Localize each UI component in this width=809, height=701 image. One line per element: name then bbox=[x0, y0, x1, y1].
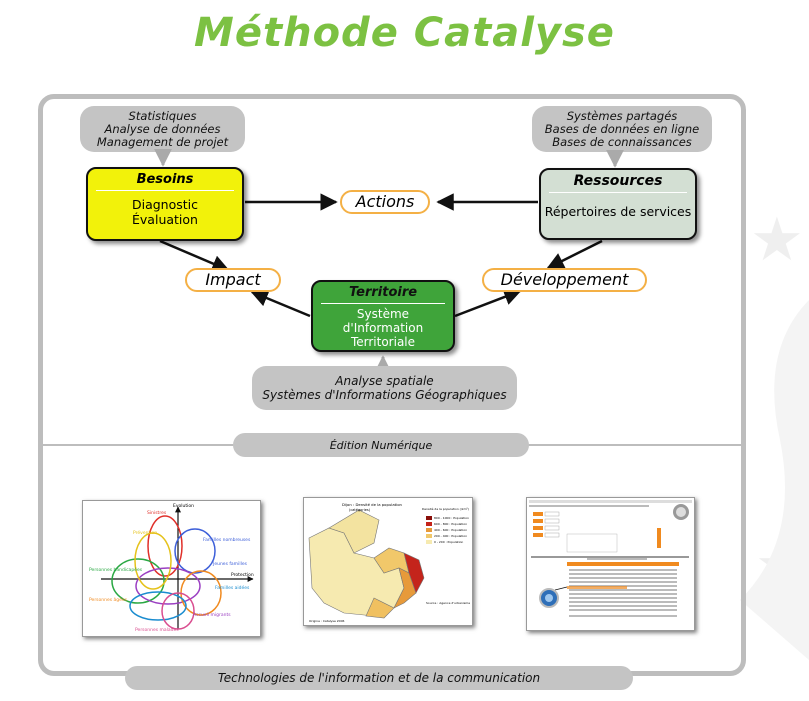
arrow-ressources-to-developpement bbox=[546, 239, 603, 270]
density-map-svg: Dijon : Densité de la population (catégo… bbox=[308, 502, 470, 623]
concept-diagram-svg: Evolution Protection Sinistres Préventio… bbox=[89, 503, 254, 633]
edition-label: Édition Numérique bbox=[233, 433, 529, 457]
besoins-box: Besoins Diagnostic Évaluation bbox=[86, 167, 244, 241]
concept-label: Familles aidées bbox=[215, 584, 250, 591]
tools-pill-left: Statistiques Analyse de données Manageme… bbox=[80, 106, 245, 152]
concept-label: Personnes malades bbox=[135, 627, 179, 633]
web-directory-svg bbox=[529, 500, 692, 617]
concept-label: Personnes âgées bbox=[89, 596, 128, 603]
page-title: Méthode Catalyse bbox=[194, 10, 615, 56]
territoire-header: Territoire bbox=[321, 285, 445, 304]
pill-line: Statistiques bbox=[128, 108, 197, 123]
territoire-line: d'Information bbox=[342, 321, 424, 335]
pill-line: Analyse spatiale bbox=[335, 374, 434, 388]
besoins-line: Diagnostic bbox=[131, 197, 199, 212]
pill-line: Bases de connaissances bbox=[552, 134, 692, 149]
sig-pill: Analyse spatiale Systèmes d'Informations… bbox=[252, 366, 517, 410]
thumbnail-web-directory bbox=[526, 497, 695, 631]
map-legend-title: Densité de la population (/km²) bbox=[422, 507, 469, 511]
ressources-header: Ressources bbox=[549, 173, 687, 193]
map-legend-item: 0 - 200 : Population bbox=[434, 540, 463, 544]
map-source: Source : Agence d'urbanisme bbox=[426, 601, 470, 605]
pill-line: Management de projet bbox=[96, 134, 229, 149]
map-legend-item: 200 - 400 : Population bbox=[434, 534, 467, 538]
pill-line: Analyse de données bbox=[104, 121, 221, 136]
background-star-icon: ★ bbox=[750, 205, 804, 275]
concept-axis-right: Protection bbox=[231, 572, 254, 578]
arrow-territoire-to-developpement bbox=[454, 288, 522, 318]
arrow-territoire-to-impact bbox=[250, 289, 311, 318]
territoire-line: Territoriale bbox=[350, 335, 416, 349]
concept-label: Prévention bbox=[133, 529, 157, 536]
pill-line: Systèmes partagés bbox=[566, 108, 678, 123]
territoire-line: Système bbox=[356, 307, 410, 321]
ressources-box: Ressources Répertoires de services bbox=[539, 168, 697, 240]
developpement-pill: Développement bbox=[482, 268, 647, 292]
arrow-besoins-to-impact bbox=[159, 239, 230, 272]
concept-label: Jeunes familles bbox=[212, 561, 248, 567]
map-legend-item: 400 - 600 : Population bbox=[434, 528, 467, 532]
actions-pill: Actions bbox=[340, 190, 430, 214]
concept-label: Sinistres bbox=[147, 510, 167, 516]
tic-label: Technologies de l'information et de la c… bbox=[125, 666, 633, 690]
concept-label: Personnes handicapées bbox=[89, 566, 143, 573]
map-legend-item: 600 - 800 : Population bbox=[434, 522, 467, 526]
map-subtitle: (catégories) bbox=[349, 508, 371, 512]
concept-label: Accueil migrants bbox=[193, 612, 231, 618]
pill-line: Systèmes d'Informations Géographiques bbox=[262, 388, 507, 402]
ressources-line: Répertoires de services bbox=[544, 204, 692, 219]
besoins-header: Besoins bbox=[96, 172, 234, 191]
territoire-box: Territoire Système d'Information Territo… bbox=[311, 280, 455, 352]
pill-line: Bases de données en ligne bbox=[544, 121, 700, 136]
besoins-line: Évaluation bbox=[132, 212, 198, 227]
map-legend-item: 800 - 1000 : Population bbox=[434, 516, 469, 520]
thumbnail-concept-diagram: Evolution Protection Sinistres Préventio… bbox=[82, 500, 261, 637]
map-title: Dijon : Densité de la population bbox=[342, 502, 403, 507]
thumbnail-density-map: Dijon : Densité de la population (catégo… bbox=[303, 497, 473, 626]
impact-pill: Impact bbox=[185, 268, 281, 292]
tools-pill-right: Systèmes partagés Bases de données en li… bbox=[532, 106, 712, 152]
concept-axis-top: Evolution bbox=[173, 503, 194, 509]
map-credit: Origine : Catalyse 2006 bbox=[309, 619, 344, 623]
concept-label: Familles nombreuses bbox=[203, 537, 251, 543]
background-shape bbox=[740, 300, 809, 660]
